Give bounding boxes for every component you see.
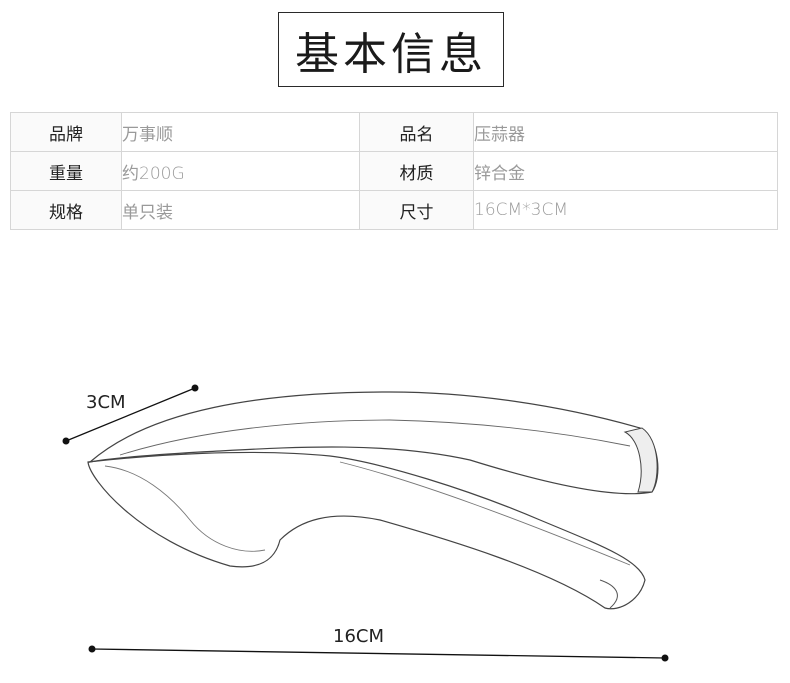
dimension-dot <box>88 645 96 653</box>
spec-key: 材质 <box>359 151 474 191</box>
table-row: 重量 约200G 材质 锌合金 <box>10 151 778 191</box>
spec-value: 约200G <box>121 151 360 191</box>
spec-key: 尺寸 <box>359 190 474 230</box>
table-row: 规格 单只装 尺寸 16CM*3CM <box>10 190 778 230</box>
section-title-box: 基本信息 <box>278 12 504 87</box>
spec-key: 品牌 <box>10 112 122 152</box>
dimension-dot <box>661 654 669 662</box>
width-dimension-label: 3CM <box>86 392 126 413</box>
press-chamber <box>104 465 266 552</box>
table-row: 品牌 万事顺 品名 压蒜器 <box>10 112 778 152</box>
spec-key: 品名 <box>359 112 474 152</box>
spec-table: 品牌 万事顺 品名 压蒜器 重量 约200G 材质 锌合金 规格 单只装 尺寸 … <box>10 112 778 230</box>
width-dimension-line <box>65 387 196 442</box>
upper-handle-edge <box>119 419 631 456</box>
lower-handle-groove <box>339 461 631 566</box>
spec-value: 压蒜器 <box>473 112 778 152</box>
spec-key: 规格 <box>10 190 122 230</box>
spec-value: 16CM*3CM <box>473 190 778 230</box>
spec-value: 单只装 <box>121 190 360 230</box>
length-dimension-label: 16CM <box>333 626 385 647</box>
spec-value: 万事顺 <box>121 112 360 152</box>
spec-key: 重量 <box>10 151 122 191</box>
lower-handle <box>87 451 646 610</box>
spec-value: 锌合金 <box>473 151 778 191</box>
garlic-press-sketch <box>62 384 669 662</box>
dimension-dot <box>62 437 70 445</box>
dimension-dot <box>191 384 199 392</box>
section-title: 基本信息 <box>295 28 487 80</box>
upper-handle <box>87 391 659 495</box>
lower-handle-tip <box>599 579 618 609</box>
handle-end-cap <box>623 427 658 493</box>
length-dimension-line <box>91 648 666 659</box>
